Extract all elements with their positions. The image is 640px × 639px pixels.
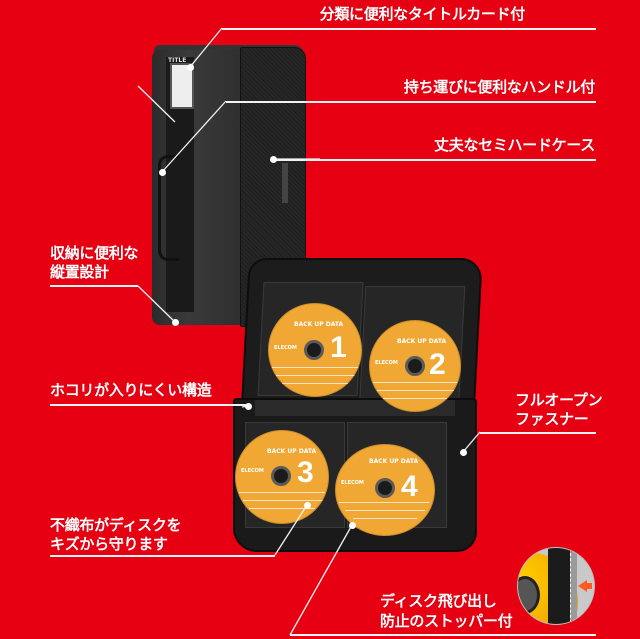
stopper-detail-inset [517,547,595,625]
disc-number: 3 [297,456,314,489]
disc-brand: ELECOM [241,468,264,474]
callout-dot [244,402,252,410]
open-cd-case: BACK UP DATA ELECOM 1 BACK UP DATA ELECO… [233,258,483,552]
disc-title: BACK UP DATA [369,458,419,465]
callout-zipper-line1: フルオープン [515,391,603,409]
callout-dot [171,318,179,326]
disc-number: 4 [401,470,418,503]
disc-4: BACK UP DATA ELECOM 4 [335,444,435,536]
disc-line [272,367,358,368]
callout-dot [186,63,194,71]
callout-nonwoven-line1: 不織布がディスクを [50,516,182,534]
title-card-label: TITLE [168,57,187,64]
callout-stopper-line2: 防止のストッパー付 [380,612,513,630]
disc-title: BACK UP DATA [267,448,317,455]
disc-hub [405,356,425,376]
callout-underline [50,285,138,287]
stopper-strip [570,548,577,624]
disc-brand: ELECOM [341,480,364,486]
disc-title: BACK UP DATA [397,338,447,345]
callout-stopper-line1: ディスク飛び出し [380,592,497,610]
callout-zipper-line2: ファスナー [515,410,589,428]
callout-dustproof: ホコリが入りにくい構造 [50,381,212,399]
disc-title: BACK UP DATA [294,321,344,328]
disc-line [345,510,425,511]
arrow-tail [586,583,592,589]
callout-underline [222,28,596,30]
callout-vertical-line1: 収納に便利な [50,244,139,262]
disc-line [353,518,417,519]
callout-underline [480,432,596,434]
disc-hub-closeup [518,576,540,614]
disc-line [282,383,350,384]
callout-handle: 持ち運びに便利なハンドル付 [403,78,595,96]
callout-underline [226,101,596,103]
disc-number: 2 [429,348,446,381]
disc-line [377,390,455,391]
callout-underline [290,634,596,636]
disc-line [373,382,457,383]
callout-dot [158,168,166,176]
disc-brand: ELECOM [274,345,297,351]
callout-underline [273,159,596,161]
disc-hub [304,340,324,360]
callout-semi-hard: 丈夫なセミハードケース [434,136,595,154]
callout-title-card: 分類に便利なタイトルカード付 [319,5,526,23]
callout-dot [348,521,356,529]
sleeve-edge [548,548,572,624]
callout-underline [50,555,275,557]
disc-line [383,398,447,399]
callout-dot [303,501,311,509]
callout-nonwoven-line2: キズから守ります [50,535,168,553]
disc-line [243,500,323,501]
callout-dot [459,448,467,456]
disc-line [276,375,356,376]
disc-line [239,492,325,493]
callout-vertical-line2: 縦置設計 [50,263,109,281]
disc-line [339,502,429,503]
disc-number: 1 [330,331,347,364]
disc-hub [271,466,291,486]
callout-underline [50,404,246,406]
callout-dot [269,155,277,163]
arrow-left-icon [578,580,587,592]
disc-1: BACK UP DATA ELECOM 1 [268,303,362,397]
disc-2: BACK UP DATA ELECOM 2 [369,320,461,412]
disc-hub [375,478,395,498]
disc-brand: ELECOM [375,360,398,366]
brand-tag [282,163,288,203]
disc-3: BACK UP DATA ELECOM 3 [235,430,329,524]
